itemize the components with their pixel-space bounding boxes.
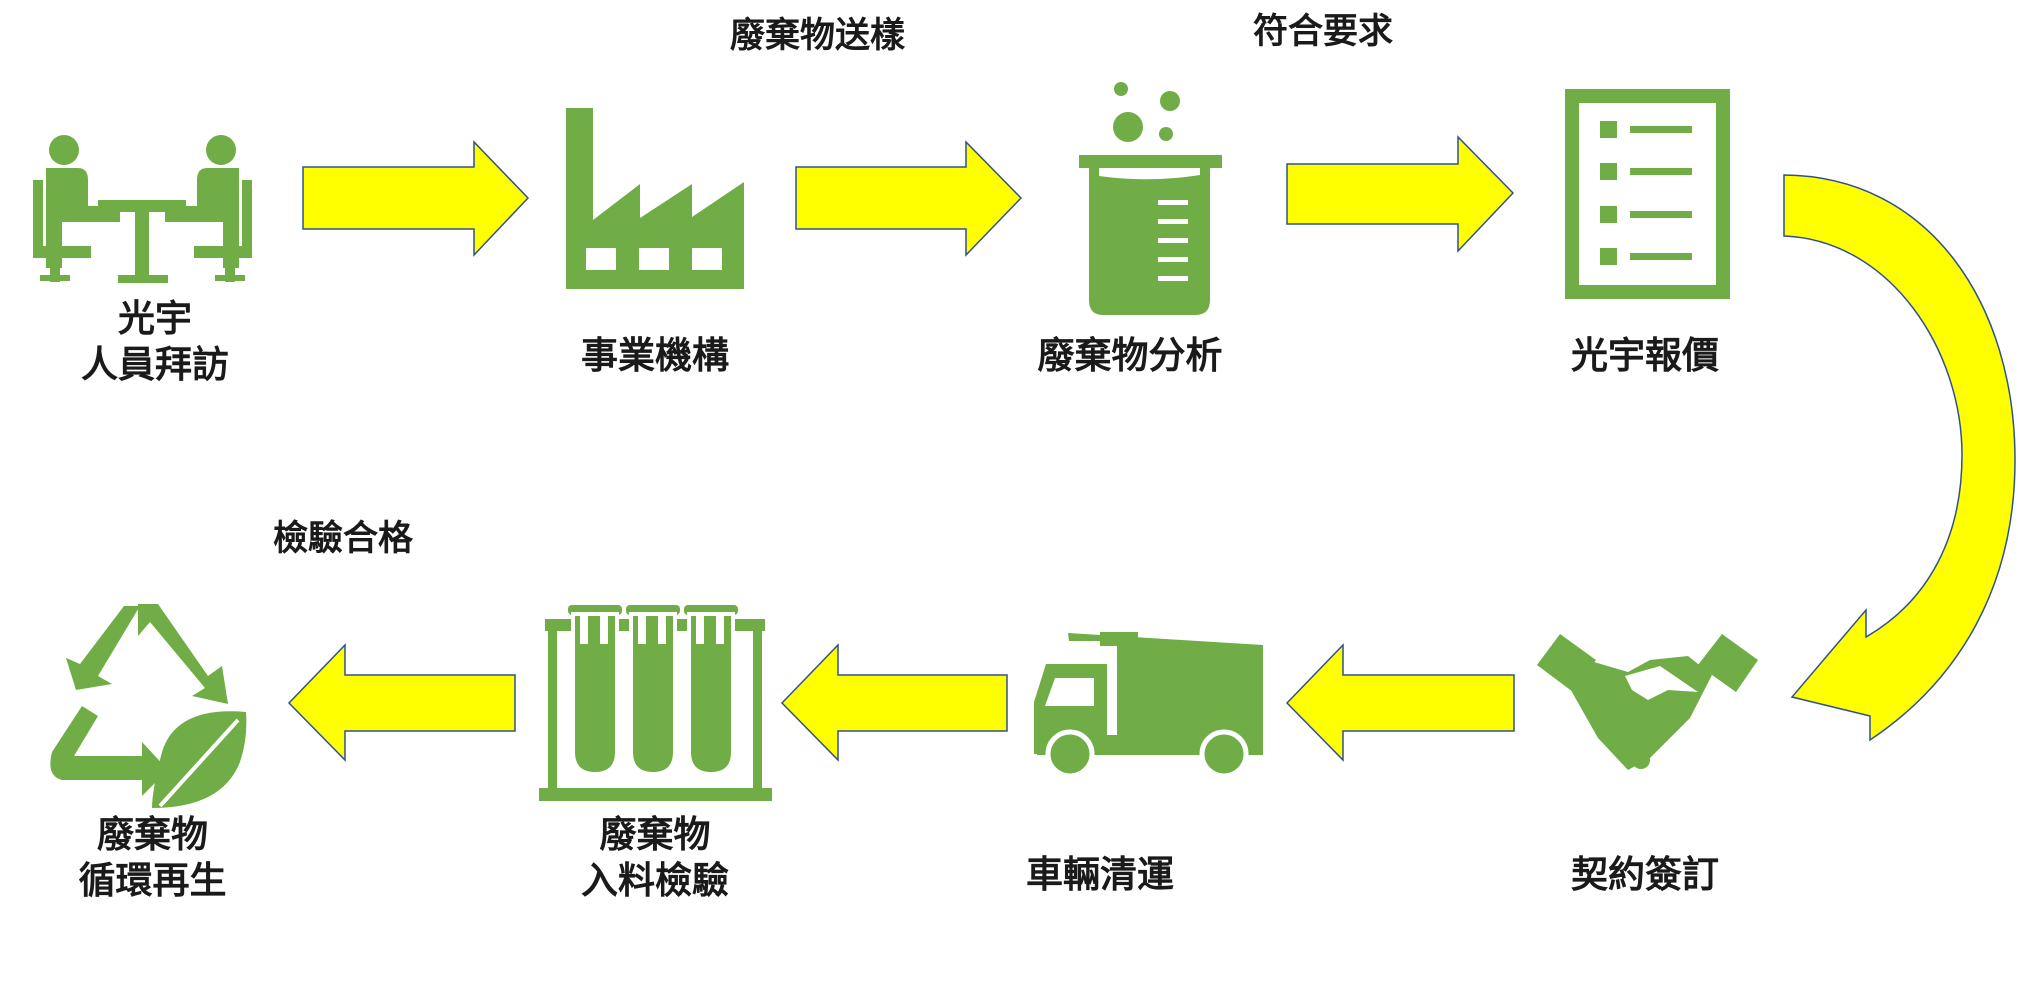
arrow-truck-to-inspection — [780, 643, 1008, 762]
step-label-line: 車輛清運 — [1026, 853, 1174, 896]
factory-icon — [566, 108, 744, 289]
arrow-analysis-to-quote — [1286, 135, 1515, 253]
condition-meets: 符合要求 — [1253, 12, 1394, 52]
quotation-document-icon — [1565, 89, 1730, 299]
condition-passed: 檢驗合格 — [273, 519, 414, 559]
arrow-visit-to-company — [302, 140, 530, 257]
test-tubes-icon — [539, 605, 772, 801]
step-label-line: 廢棄物 — [97, 813, 208, 856]
step-label-line: 廢棄物 — [599, 813, 711, 856]
arrow-curve-quote-to-contract — [1783, 174, 2016, 742]
recycle-leaf-icon — [50, 604, 247, 808]
step-label-inspection: 廢棄物 入料檢驗 — [520, 812, 790, 904]
step-label-line: 事業機構 — [581, 334, 729, 377]
step-label-truck: 車輛清運 — [950, 852, 1250, 898]
step-label-quote: 光宇報價 — [1490, 333, 1800, 379]
step-label-line: 契約簽訂 — [1571, 853, 1719, 896]
step-label-contract: 契約簽訂 — [1490, 852, 1800, 898]
step-label-line: 入料檢驗 — [581, 859, 729, 902]
step-label-line: 廢棄物分析 — [1037, 334, 1223, 377]
arrow-company-to-analysis — [795, 140, 1023, 257]
step-label-visit: 光宇 人員拜訪 — [50, 296, 260, 388]
handshake-icon — [1537, 634, 1758, 770]
step-label-line: 光宇 — [118, 297, 192, 340]
dump-truck-icon — [1034, 632, 1263, 779]
arrow-contract-to-truck — [1285, 643, 1515, 762]
step-label-recycle: 廢棄物 循環再生 — [25, 812, 280, 904]
step-label-line: 循環再生 — [78, 859, 227, 902]
condition-sample: 廢棄物送樣 — [730, 16, 906, 56]
meeting-people-icon — [33, 135, 252, 283]
step-label-line: 光宇報價 — [1571, 334, 1719, 377]
beaker-icon — [1079, 82, 1222, 315]
arrow-inspection-to-recycle — [287, 643, 516, 762]
step-label-analysis: 廢棄物分析 — [965, 333, 1295, 379]
step-label-line: 人員拜訪 — [81, 343, 229, 386]
step-label-company: 事業機構 — [505, 333, 805, 379]
